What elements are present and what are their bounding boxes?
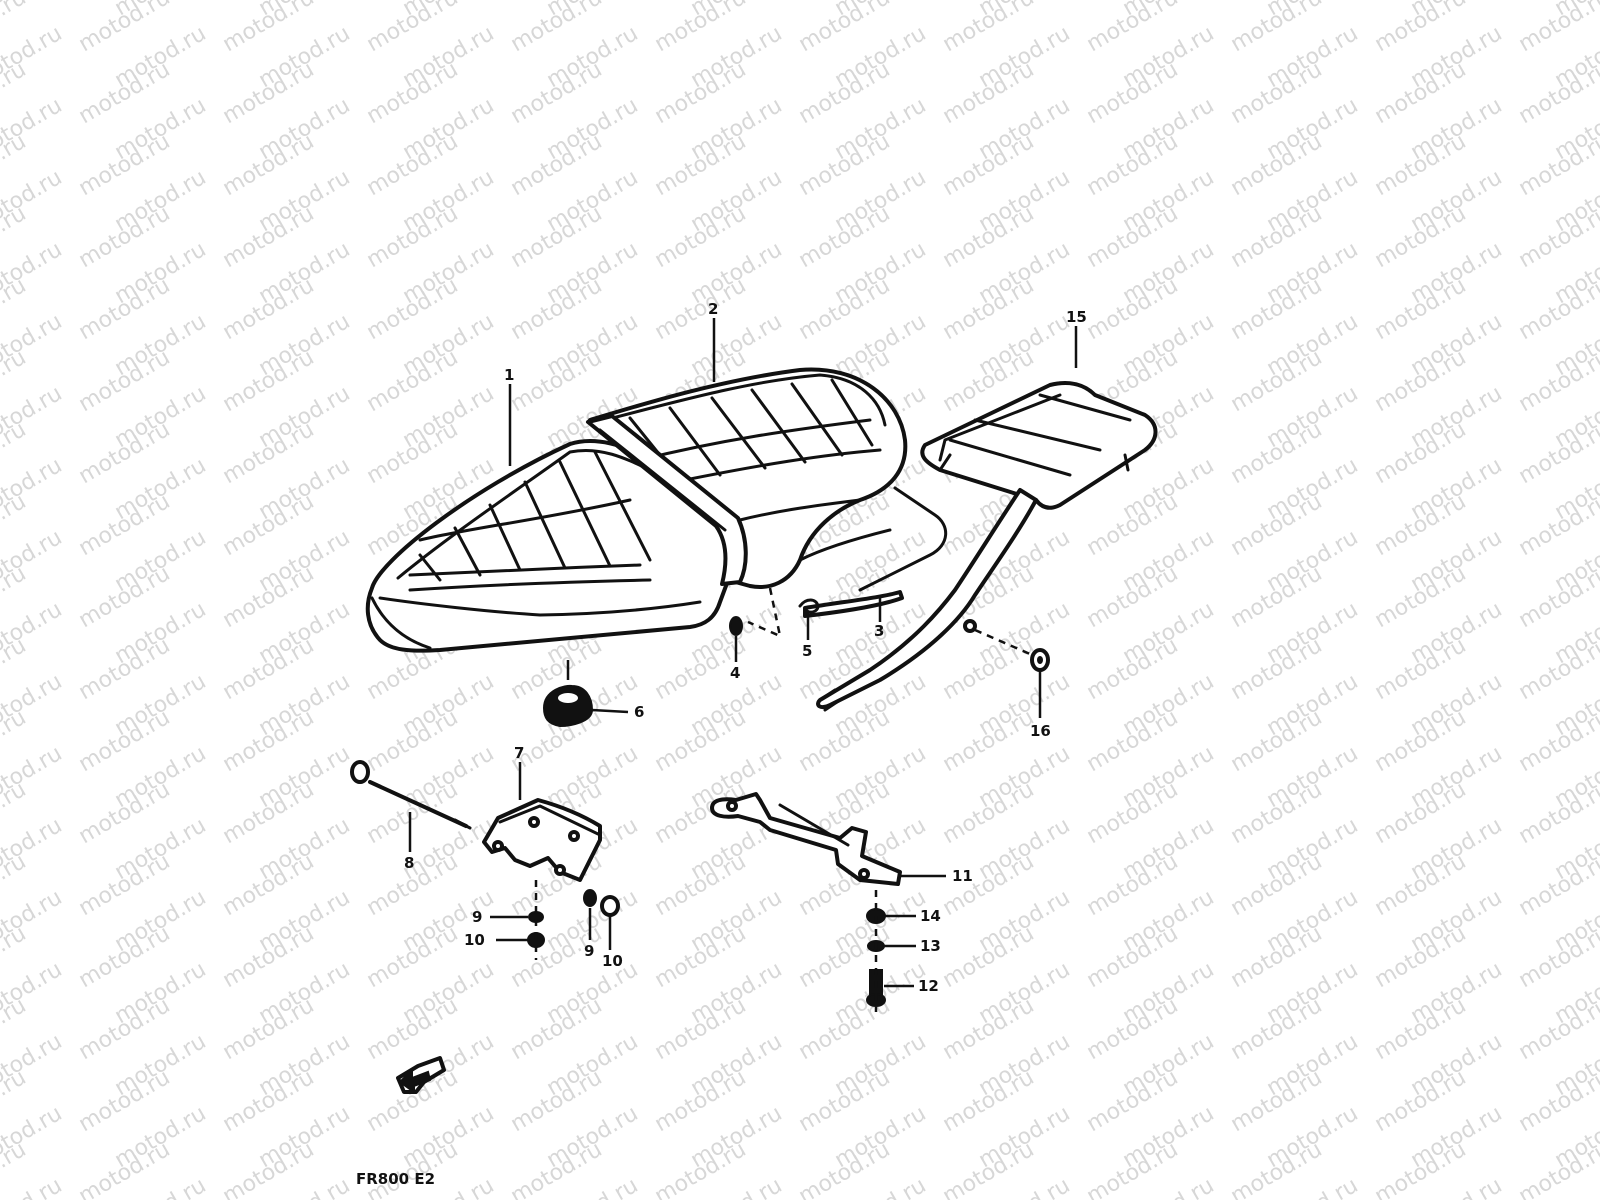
callout-2: 2	[708, 300, 718, 318]
watermark-text: motod.ru	[0, 1173, 66, 1200]
callout-5: 5	[802, 642, 812, 660]
callout-15: 15	[1066, 308, 1087, 326]
callout-12: 12	[918, 977, 939, 995]
washer-9-right	[584, 890, 596, 906]
callout-3: 3	[874, 622, 884, 640]
callout-8: 8	[404, 854, 414, 872]
callout-16: 16	[1030, 722, 1051, 740]
model-code: FR800 E2	[356, 1170, 435, 1188]
callout-11: 11	[952, 867, 973, 885]
callout-7: 7	[514, 744, 524, 762]
callout-6: 6	[634, 703, 644, 721]
callout-4: 4	[730, 664, 740, 682]
callout-9-left: 9	[472, 908, 482, 926]
callout-10-right: 10	[602, 952, 623, 970]
cushion-bolt-4	[730, 617, 742, 635]
nut-10-right	[602, 897, 618, 915]
callout-13: 13	[920, 937, 941, 955]
callout-10-left: 10	[464, 931, 485, 949]
washer-16	[1032, 650, 1048, 670]
callout-1: 1	[504, 366, 514, 384]
callout-9-right: 9	[584, 942, 594, 960]
callout-14: 14	[920, 907, 941, 925]
